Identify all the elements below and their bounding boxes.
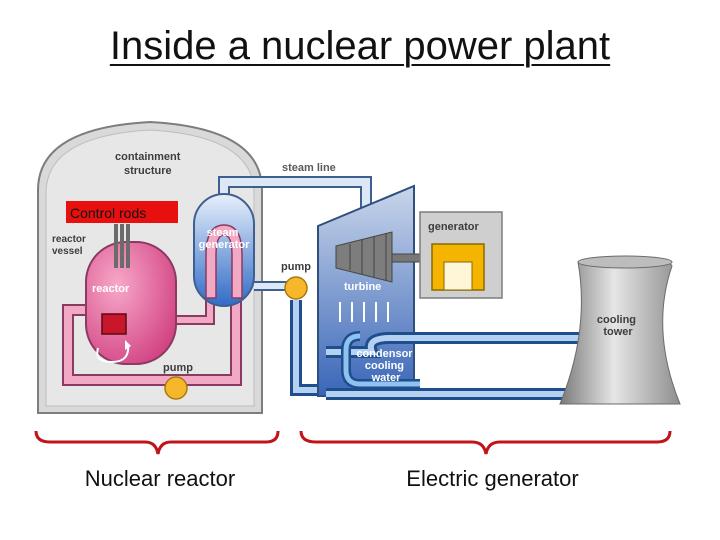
condensor-label: condensor cooling water: [356, 348, 415, 384]
reactor-core: [101, 313, 127, 335]
pump-bottom-label: pump: [163, 362, 193, 374]
pump-top-label: pump: [281, 261, 311, 273]
steam-line-label: steam line: [282, 162, 336, 174]
cooling-tower-label: cooling tower: [597, 314, 639, 338]
reactor-label: reactor: [92, 283, 130, 295]
turbine-blades: [335, 231, 393, 283]
left-bracket: [34, 430, 280, 455]
reactor-vessel-label: reactor vessel: [52, 234, 89, 257]
page-title: Inside a nuclear power plant: [109, 24, 611, 68]
control-rods-box: [66, 201, 178, 223]
right-bracket: [299, 430, 672, 455]
turbine-down-arrows: [339, 302, 389, 322]
reactor-vessel: [85, 241, 177, 365]
caption-nuclear-reactor: Nuclear reactor: [84, 466, 236, 491]
control-rods-label: Control rods: [70, 205, 146, 221]
caption-electric-generator: Electric generator: [406, 466, 579, 491]
steam-generator-label: steam generator: [199, 227, 250, 251]
containment-structure-label: containment structure: [115, 151, 183, 177]
reactor-pump: [164, 376, 188, 400]
condenser-pump: [284, 276, 308, 300]
generator-label: generator: [428, 221, 479, 233]
turbine-label: turbine: [344, 281, 381, 293]
